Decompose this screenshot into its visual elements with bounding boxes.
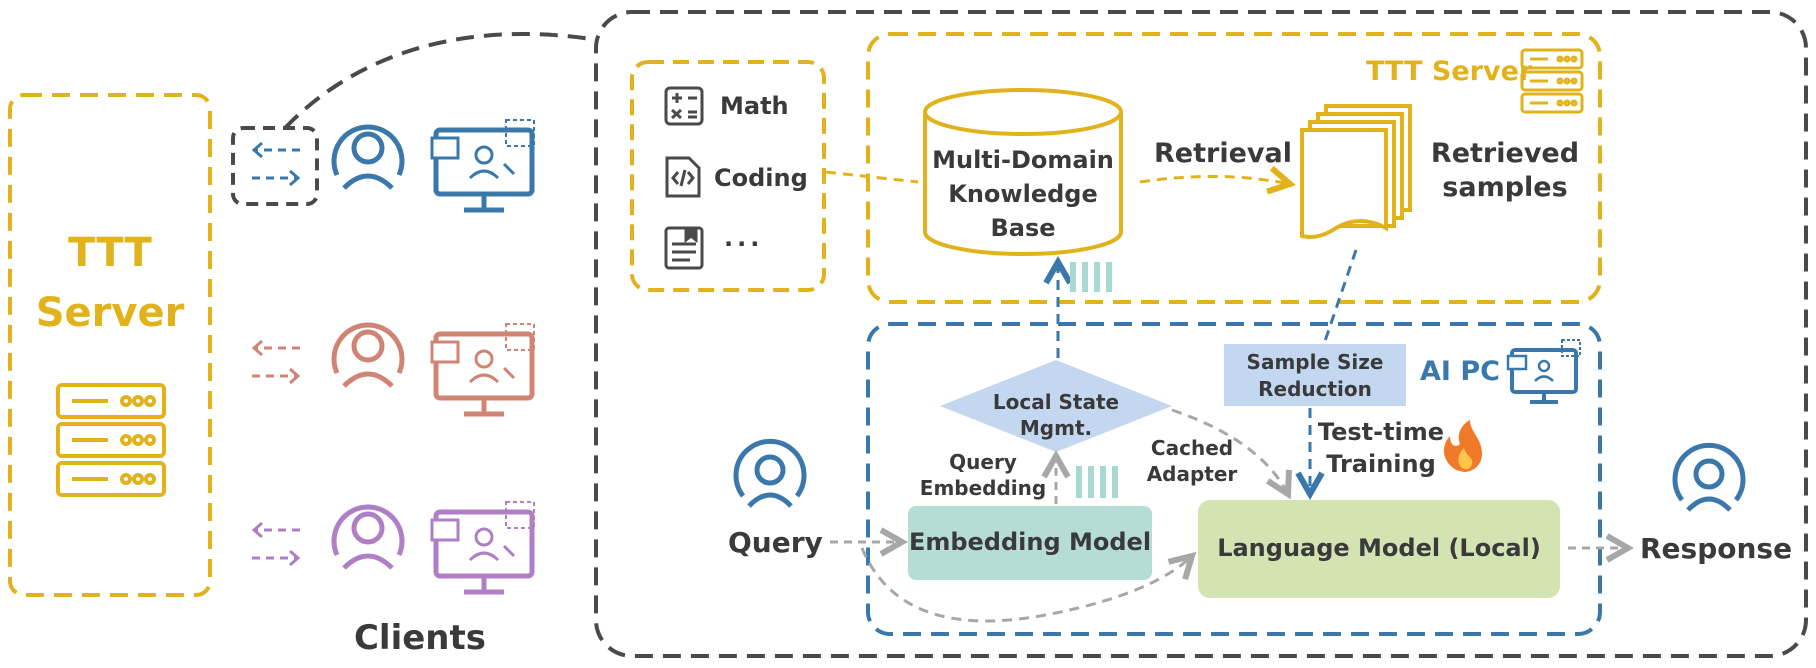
left-ttt-label-line2: Server bbox=[35, 290, 185, 336]
domain-math: Math bbox=[720, 92, 789, 120]
sample-size-line1: Sample Size bbox=[1246, 350, 1384, 374]
client-monitor-icon-blue bbox=[430, 119, 535, 213]
retrieved-line1: Retrieved bbox=[1430, 138, 1580, 169]
ai-pc-monitor-icon bbox=[1506, 339, 1581, 404]
math-icon bbox=[664, 86, 704, 126]
ttt-server-box bbox=[866, 32, 1602, 304]
domain-more: ··· bbox=[724, 230, 764, 258]
sample-size-line2: Reduction bbox=[1258, 377, 1372, 401]
system-outer-box bbox=[594, 10, 1808, 658]
client-purple-arrows bbox=[252, 528, 300, 560]
clients-label: Clients bbox=[353, 618, 486, 658]
retrieval-label: Retrieval bbox=[1154, 138, 1292, 169]
domains-box bbox=[630, 60, 826, 292]
language-model-box bbox=[1198, 500, 1560, 598]
client-monitor-icon-purple bbox=[430, 501, 535, 595]
client-monitor-icon-salmon bbox=[430, 323, 535, 417]
ttt-server-left-box bbox=[8, 93, 212, 597]
response-user-icon bbox=[1672, 442, 1746, 512]
teal-bars-top bbox=[1070, 262, 1112, 292]
ai-pc-box bbox=[866, 322, 1602, 636]
cached-adapter-arrow bbox=[1171, 408, 1288, 494]
retrieved-to-sample-line bbox=[1322, 249, 1358, 345]
test-time-line2: Training bbox=[1326, 450, 1436, 478]
client-link-connector bbox=[283, 31, 599, 130]
client-user-icon-purple bbox=[331, 504, 405, 570]
embedding-model-box bbox=[908, 506, 1152, 580]
kb-line1: Multi-Domain bbox=[932, 146, 1114, 174]
cached-adapter-line1: Cached bbox=[1150, 436, 1234, 460]
teal-bars-bottom bbox=[1076, 466, 1118, 498]
response-label: Response bbox=[1640, 532, 1793, 565]
query-label: Query bbox=[728, 526, 823, 559]
retrieved-line2: samples bbox=[1442, 172, 1568, 203]
document-icon bbox=[664, 226, 704, 270]
client-salmon-arrows bbox=[252, 346, 300, 378]
kb-line3: Base bbox=[990, 214, 1056, 242]
coding-icon bbox=[665, 156, 701, 198]
fire-icon bbox=[1443, 420, 1482, 472]
client-user-icon-blue bbox=[331, 124, 405, 190]
embedding-model-label: Embedding Model bbox=[908, 528, 1152, 556]
kb-line2: Knowledge bbox=[948, 180, 1098, 208]
local-state-line1: Local State bbox=[992, 390, 1120, 414]
left-ttt-label-line1: TTT bbox=[68, 230, 152, 276]
ai-pc-label: AI PC bbox=[1420, 356, 1500, 387]
local-state-diamond bbox=[940, 360, 1172, 452]
domains-to-kb-arrow bbox=[825, 170, 919, 184]
ttt-server-icon bbox=[1520, 48, 1584, 114]
domain-coding: Coding bbox=[714, 164, 808, 192]
language-model-label: Language Model (Local) bbox=[1217, 534, 1541, 562]
knowledge-base-cylinder bbox=[923, 88, 1123, 256]
ttt-server-label: TTT Server bbox=[1366, 56, 1533, 87]
client-user-icon-salmon bbox=[331, 322, 405, 388]
query-to-lm-arrow bbox=[860, 547, 1192, 623]
query-embedding-line2: Embedding bbox=[919, 476, 1047, 500]
sample-size-box bbox=[1224, 344, 1406, 406]
retrieval-arrow bbox=[1139, 176, 1290, 184]
query-embedding-line1: Query bbox=[949, 450, 1017, 474]
retrieved-samples-icon bbox=[1300, 104, 1412, 239]
cached-adapter-line2: Adapter bbox=[1146, 462, 1238, 486]
client-link-box bbox=[231, 126, 319, 206]
local-state-line2: Mgmt. bbox=[1019, 416, 1093, 440]
client-blue-arrows bbox=[252, 148, 300, 180]
test-time-line1: Test-time bbox=[1317, 418, 1445, 446]
query-user-icon bbox=[733, 438, 807, 508]
server-stack-icon bbox=[56, 383, 166, 497]
